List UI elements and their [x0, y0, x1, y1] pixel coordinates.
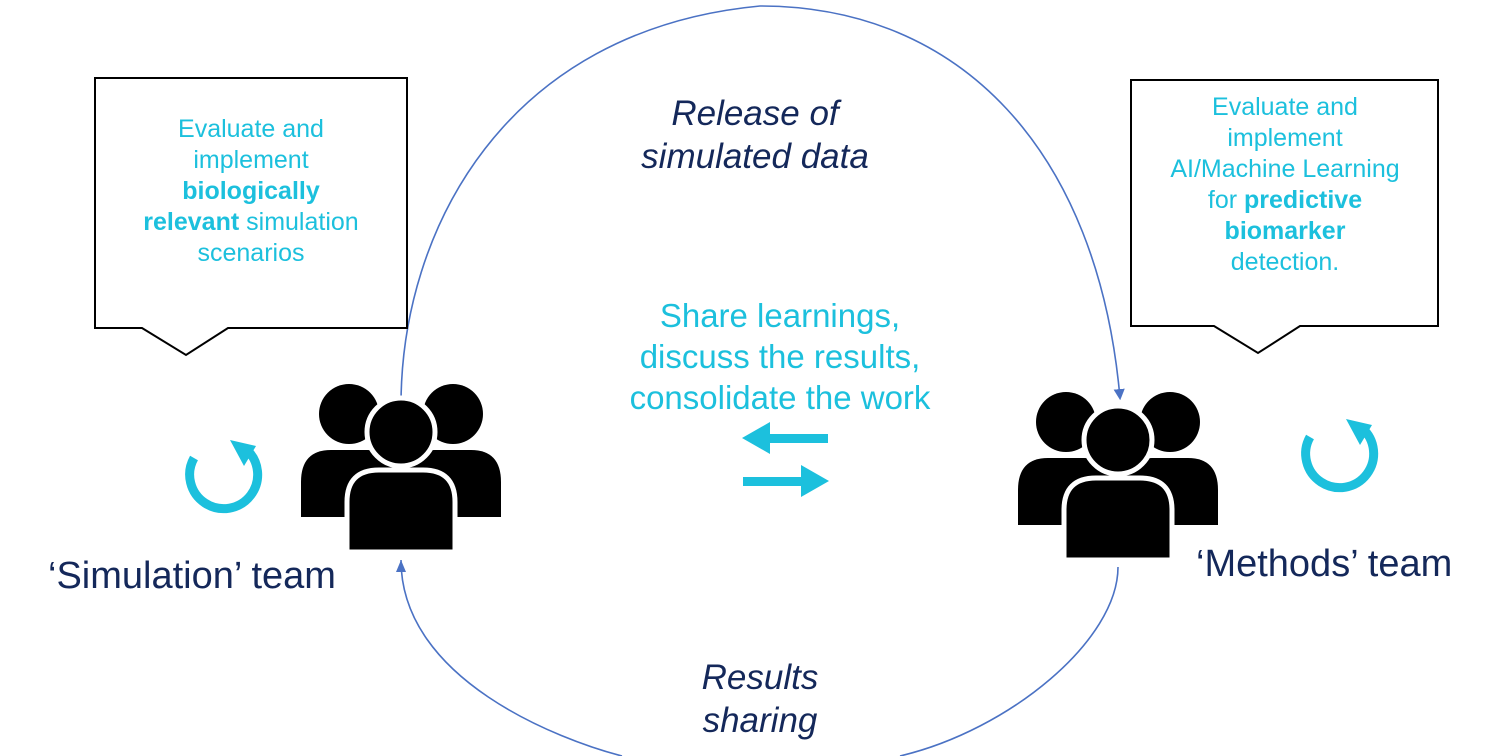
results-flow-label: Results sharing — [640, 656, 880, 742]
callout-line: Evaluate and — [178, 115, 324, 143]
left-callout-box — [94, 77, 408, 357]
center-collaboration-text: Share learnings, discuss the results, co… — [580, 295, 980, 418]
refresh-cycle-icon — [1301, 419, 1379, 493]
center-line-1: Share learnings, — [659, 297, 901, 334]
center-line-3: consolidate the work — [629, 379, 931, 416]
callout-line: scenarios — [197, 239, 305, 267]
callout-bold: biologically — [182, 177, 320, 205]
callout-bold: biomarker — [1224, 217, 1346, 245]
callout-line: biologically — [100, 176, 402, 207]
results-arc-arrowhead — [396, 560, 406, 572]
callout-line: AI/Machine Learning — [1170, 155, 1400, 183]
group-of-people-icon — [301, 384, 501, 552]
callout-line: relevant simulation — [100, 207, 402, 238]
methods-callout-text: Evaluate and implement AI/Machine Learni… — [1136, 92, 1434, 278]
release-arc-connector — [400, 5, 1125, 406]
callout-line: detection. — [1230, 248, 1340, 276]
simulation-team-label: ‘Simulation’ team — [48, 555, 336, 597]
callout-pre: for — [1207, 186, 1244, 214]
right-callout-box — [1130, 79, 1439, 355]
center-line-2: discuss the results, — [639, 338, 921, 375]
callout-line: biomarker — [1136, 216, 1434, 247]
callout-bold: relevant — [143, 208, 240, 236]
release-flow-label: Release of simulated data — [590, 92, 920, 178]
results-arc-connector — [400, 559, 1119, 756]
methods-team-label: ‘Methods’ team — [1196, 543, 1453, 585]
callout-line: implement — [1227, 124, 1343, 152]
callout-rest: simulation — [239, 208, 359, 236]
callout-line: Evaluate and — [1212, 93, 1358, 121]
results-line-2: sharing — [702, 701, 818, 740]
bidirectional-arrows-icon — [742, 422, 829, 497]
callout-line: for predictive — [1136, 185, 1434, 216]
callout-bold: predictive — [1244, 186, 1363, 214]
release-line-1: Release of — [671, 94, 839, 133]
simulation-callout-text: Evaluate and implement biologically rele… — [100, 114, 402, 269]
callout-line: implement — [193, 146, 309, 174]
release-line-2: simulated data — [641, 137, 869, 176]
results-line-1: Results — [701, 658, 819, 697]
refresh-cycle-icon — [185, 440, 263, 514]
group-of-people-icon — [1018, 392, 1218, 560]
